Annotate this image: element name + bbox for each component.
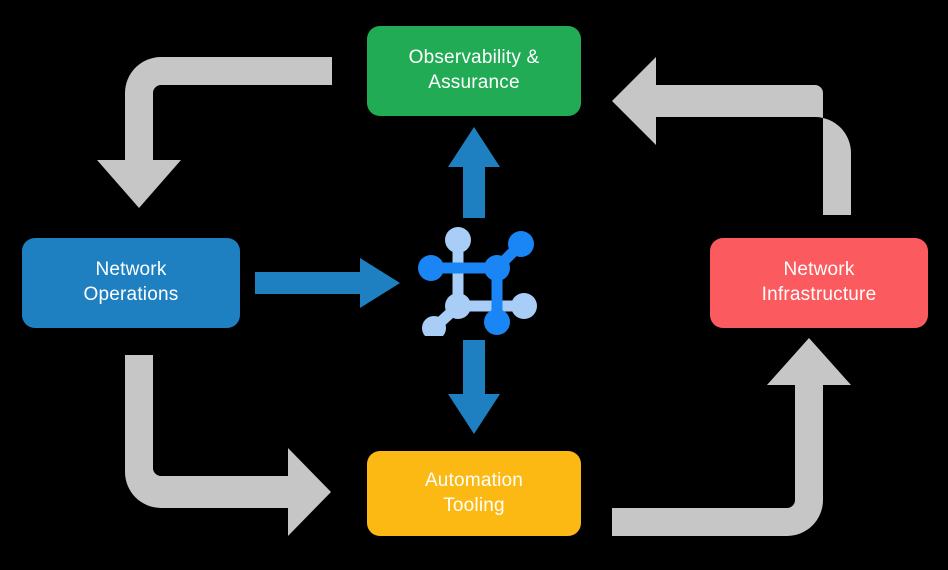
node-observability-label: Observability & Assurance bbox=[408, 47, 540, 93]
node-automation-tooling[interactable]: Automation Tooling bbox=[367, 451, 581, 536]
center-arrow-down-to-automation-tooling[interactable] bbox=[448, 340, 500, 434]
node-automation-tooling-label: Automation Tooling bbox=[424, 469, 524, 516]
topology-dark-nodes bbox=[418, 231, 534, 335]
flow-arrow-network-infrastructure-to-observability[interactable] bbox=[612, 57, 851, 215]
node-network-operations-label: Network Operations bbox=[83, 259, 179, 305]
flow-arrow-automation-tooling-to-network-infrastructure[interactable] bbox=[612, 338, 851, 536]
node-network-infrastructure[interactable]: Network Infrastructure bbox=[710, 238, 928, 328]
node-network-infrastructure-label: Network Infrastructure bbox=[761, 259, 877, 305]
topology-light-nodes bbox=[422, 227, 537, 336]
node-observability-and-assurance[interactable]: Observability & Assurance bbox=[367, 26, 581, 116]
flow-arrow-network-operations-to-automation-tooling[interactable] bbox=[125, 355, 331, 536]
node-network-operations[interactable]: Network Operations bbox=[22, 238, 240, 328]
network-topology-icon bbox=[418, 227, 537, 336]
center-arrow-up-to-observability[interactable] bbox=[448, 127, 500, 218]
center-arrow-right-to-center[interactable] bbox=[255, 258, 400, 308]
flow-arrow-observability-to-network-operations[interactable] bbox=[97, 57, 332, 208]
